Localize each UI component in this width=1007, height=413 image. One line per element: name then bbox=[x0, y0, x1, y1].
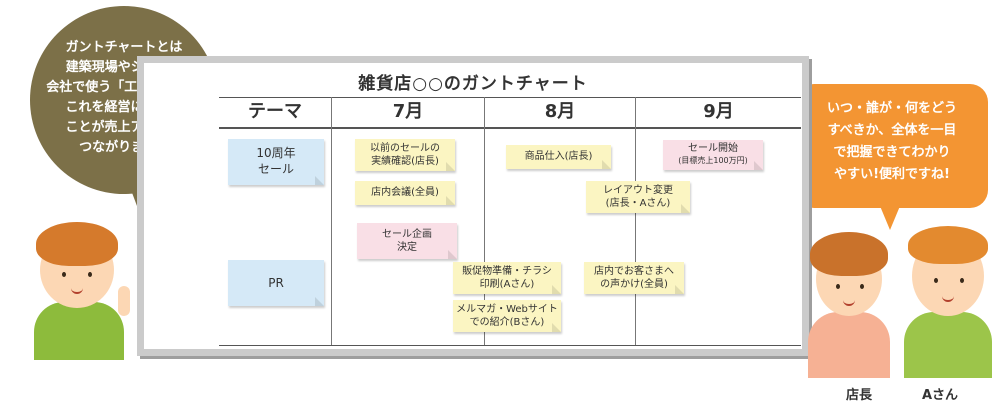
presenter-hair bbox=[36, 222, 118, 266]
board-title: 雑貨店○○のガントチャート bbox=[358, 74, 588, 94]
staff-a-character bbox=[896, 218, 1000, 378]
presenter-character bbox=[20, 210, 150, 360]
manager-eye-left bbox=[836, 284, 840, 289]
presenter-eye-left bbox=[62, 272, 66, 277]
header-september: 9月 bbox=[703, 101, 734, 122]
staff-a-body bbox=[904, 312, 992, 378]
gantt-whiteboard: 雑貨店○○のガントチャート テーマ 7月 8月 9月 10周年 セール PR 以… bbox=[137, 56, 809, 356]
task-note-purchasing: 商品仕入(店長) bbox=[506, 145, 611, 169]
grid-line-v3 bbox=[635, 97, 636, 345]
manager-name-label: 店長 bbox=[846, 388, 873, 403]
task-note-layout-change: レイアウト変更 (店長・Aさん) bbox=[586, 181, 690, 213]
theme-note-anniversary-sale: 10周年 セール bbox=[228, 139, 324, 185]
presenter-mouth bbox=[71, 286, 83, 294]
presenter-eye-right bbox=[88, 272, 92, 277]
task-note-promo-materials: 販促物準備・チラシ 印刷(Aさん) bbox=[453, 262, 561, 294]
task-note-past-sales-review: 以前のセールの 実績確認(店長) bbox=[355, 139, 455, 171]
presenter-pointing-hand bbox=[118, 286, 130, 316]
staff-a-mouth bbox=[942, 294, 954, 302]
manager-eye-right bbox=[860, 284, 864, 289]
grid-line-header bbox=[219, 127, 801, 129]
staff-a-eye-right bbox=[960, 278, 964, 283]
task-note-sale-start: セール開始 (目標売上100万円) bbox=[663, 140, 763, 170]
task-note-staff-meeting: 店内会議(全員) bbox=[355, 181, 455, 205]
header-theme: テーマ bbox=[248, 101, 302, 122]
staff-a-hair bbox=[908, 226, 988, 264]
theme-note-pr: PR bbox=[228, 260, 324, 306]
manager-hair bbox=[810, 232, 888, 276]
manager-body bbox=[808, 312, 890, 378]
grid-line-bottom bbox=[219, 345, 801, 346]
staff-a-eye-left bbox=[934, 278, 938, 283]
task-note-customer-greeting: 店内でお客さまへ の声かけ(全員) bbox=[584, 262, 684, 294]
manager-mouth bbox=[843, 298, 855, 306]
header-july: 7月 bbox=[392, 101, 424, 122]
header-august: 8月 bbox=[544, 101, 576, 122]
right-speech-bubble: いつ・誰が・何をどう すべきか、全体を一目 で把握できてわかり やすい!便利です… bbox=[796, 84, 988, 230]
task-note-newsletter-website: メルマガ・Webサイト での紹介(Bさん) bbox=[453, 300, 561, 332]
task-note-sale-planning: セール企画 決定 bbox=[357, 223, 457, 259]
presenter-body bbox=[34, 302, 124, 360]
manager-character bbox=[800, 228, 898, 378]
grid-line-v2 bbox=[484, 97, 485, 345]
right-bubble-text: いつ・誰が・何をどう すべきか、全体を一目 で把握できてわかり やすい!便利です… bbox=[826, 101, 957, 182]
right-bubble-tail bbox=[880, 206, 900, 230]
grid-line-v1 bbox=[331, 97, 332, 345]
grid-line-top bbox=[219, 97, 801, 98]
staff-a-name-label: Aさん bbox=[922, 388, 959, 403]
